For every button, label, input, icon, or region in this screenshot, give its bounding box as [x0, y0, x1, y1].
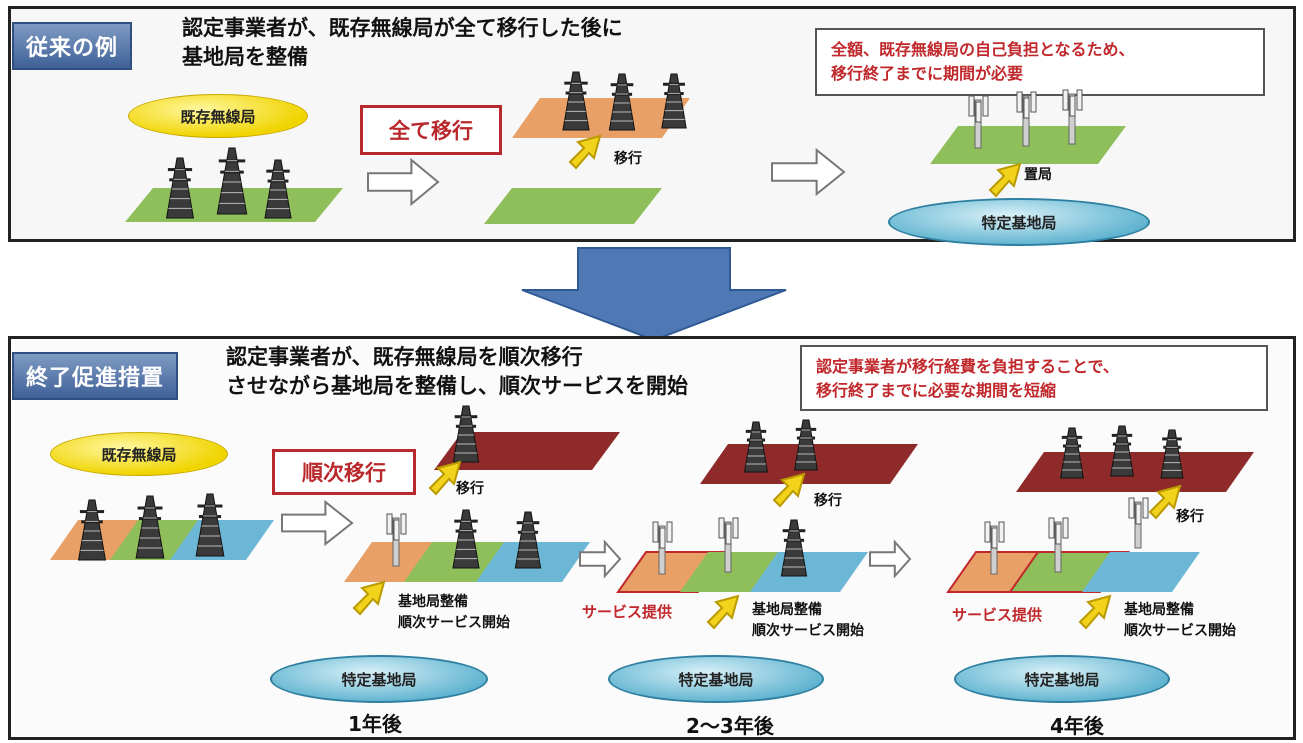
- build-label-3: 基地局整備: [1124, 602, 1194, 618]
- start-label-1: 順次サービス開始: [398, 615, 510, 631]
- tower-icon: [780, 519, 808, 577]
- promotion-note-line2: 移行終了までに必要な期間を短縮: [816, 381, 1057, 400]
- tower-icon: [562, 71, 590, 131]
- tower-icon: [661, 73, 687, 129]
- tower-icon: [1110, 425, 1134, 477]
- move-all-box: 全て移行: [360, 105, 502, 155]
- base-station-icon: [1128, 497, 1149, 549]
- year-label-1: 1年後: [348, 712, 402, 736]
- tower-icon: [608, 73, 636, 131]
- yellow-arrow-icon: [1148, 484, 1182, 520]
- conventional-note: 全額、既存無線局の自己負担となるため、 移行終了までに期間が必要: [815, 28, 1265, 96]
- specific-base-station-3: 特定基地局: [954, 655, 1170, 703]
- tower-icon: [794, 419, 818, 471]
- tower-icon: [452, 509, 480, 569]
- specific-base-station-1: 特定基地局: [270, 655, 488, 703]
- conventional-heading-line1: 認定事業者が、既存無線局が全て移行した後に: [182, 16, 623, 40]
- base-station-icon: [1048, 517, 1069, 573]
- base-station-icon: [968, 95, 989, 149]
- hollow-arrow-icon: [579, 539, 622, 579]
- tower-icon: [1060, 427, 1084, 479]
- base-station-icon: [984, 521, 1005, 575]
- year-label-2: 2～3年後: [686, 714, 774, 738]
- build-label-1: 基地局整備: [398, 594, 468, 610]
- field-blue: [170, 520, 274, 560]
- hollow-arrow-icon: [771, 147, 846, 197]
- promotion-note-line1: 認定事業者が移行経費を負担することで、: [816, 357, 1119, 376]
- yellow-arrow-icon: [988, 162, 1022, 198]
- tower-icon: [165, 157, 195, 219]
- field-blue: [1082, 552, 1200, 592]
- hollow-arrow-icon: [281, 499, 354, 547]
- gradual-move-box: 順次移行: [272, 449, 416, 495]
- promotion-tag: 終了促進措置: [12, 352, 179, 400]
- move-label-2: 移行: [814, 493, 842, 509]
- hollow-arrow-icon: [869, 539, 912, 579]
- yellow-arrow-icon: [1078, 594, 1112, 630]
- base-station-icon: [718, 517, 739, 573]
- tower-icon: [195, 493, 225, 557]
- yellow-arrow-icon: [352, 580, 386, 616]
- tower-icon: [744, 421, 768, 473]
- big-down-arrow-icon: [521, 247, 787, 342]
- base-station-icon: [386, 513, 407, 567]
- field-blue: [750, 552, 868, 592]
- field-moved-3: [1016, 452, 1254, 492]
- conventional-heading: 認定事業者が、既存無線局が全て移行した後に 基地局を整備: [182, 14, 623, 72]
- tower-icon: [77, 499, 107, 561]
- move-label-1: 移行: [456, 481, 484, 497]
- existing-station-label: 既存無線局: [128, 94, 308, 138]
- tower-icon: [135, 495, 165, 559]
- start-label-2: 順次サービス開始: [752, 623, 864, 639]
- set-up-label: 置局: [1024, 167, 1052, 183]
- promotion-heading-line1: 認定事業者が、既存無線局を順次移行: [226, 345, 583, 369]
- specific-base-station: 特定基地局: [888, 198, 1150, 246]
- tower-icon: [264, 159, 292, 219]
- yellow-arrow-icon: [568, 134, 602, 170]
- promotion-heading-line2: させながら基地局を整備し、順次サービスを開始: [226, 374, 688, 398]
- promotion-heading: 認定事業者が、既存無線局を順次移行 させながら基地局を整備し、順次サービスを開始: [226, 343, 688, 401]
- yellow-arrow-icon: [772, 472, 806, 508]
- conventional-note-line2: 移行終了までに期間が必要: [831, 64, 1024, 83]
- tower-icon: [514, 511, 542, 569]
- top-field-moved: [512, 98, 690, 138]
- yellow-arrow-icon: [428, 460, 462, 496]
- tower-icon: [216, 147, 248, 215]
- conventional-heading-line2: 基地局を整備: [182, 45, 308, 69]
- tower-icon: [1160, 429, 1184, 479]
- start-label-3: 順次サービス開始: [1124, 623, 1236, 639]
- service-label-2: サービス提供: [952, 606, 1043, 624]
- base-station-icon: [1062, 89, 1083, 145]
- promotion-note: 認定事業者が移行経費を負担することで、 移行終了までに必要な期間を短縮: [800, 345, 1268, 411]
- field-moved-1: [434, 432, 620, 470]
- tower-icon: [452, 405, 480, 463]
- existing-station-label-2: 既存無線局: [50, 432, 228, 476]
- move-label: 移行: [614, 151, 642, 167]
- specific-base-station-2: 特定基地局: [608, 655, 824, 703]
- move-label-3: 移行: [1176, 509, 1204, 525]
- top-field-empty: [484, 188, 662, 224]
- year-label-3: 4年後: [1050, 714, 1104, 738]
- conventional-note-line1: 全額、既存無線局の自己負担となるため、: [831, 40, 1135, 59]
- service-label-1: サービス提供: [582, 603, 673, 621]
- base-station-icon: [1016, 91, 1037, 147]
- conventional-tag: 従来の例: [12, 22, 133, 70]
- yellow-arrow-icon: [706, 594, 740, 630]
- base-station-icon: [652, 521, 673, 575]
- hollow-arrow-icon: [367, 157, 440, 207]
- build-label-2: 基地局整備: [752, 602, 822, 618]
